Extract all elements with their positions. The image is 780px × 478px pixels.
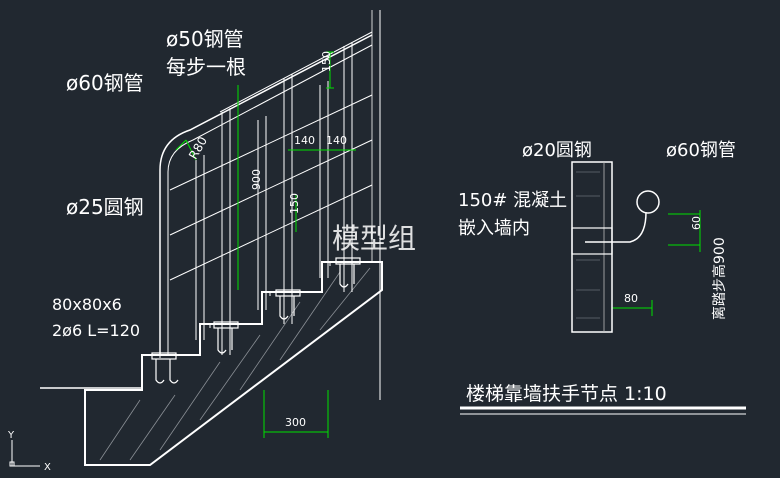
dim-150-mid: 150 xyxy=(288,193,301,214)
dim-140-b: 140 xyxy=(326,134,347,147)
ucs-icon xyxy=(9,440,40,467)
dim-60: 60 xyxy=(690,216,703,230)
height-note-label: 离踏步高900 xyxy=(711,237,728,320)
stair-tread-line xyxy=(159,262,331,358)
watermark: 模型组 xyxy=(332,222,416,255)
detail-title: 楼梯靠墙扶手节点 1:10 xyxy=(466,383,667,405)
base-plates xyxy=(151,257,361,384)
plate-label: 80x80x6 xyxy=(52,295,122,314)
ucs-y-label: Y xyxy=(7,430,15,441)
pipe60-left-label: ø60钢管 xyxy=(66,71,144,95)
concrete-block xyxy=(571,227,613,255)
rod25-label: ø25圆钢 xyxy=(66,195,144,219)
rod20-label: ø20圆钢 xyxy=(522,140,592,161)
anchor-label: 2ø6 L=120 xyxy=(52,321,140,340)
radius-label: R80 xyxy=(186,134,210,161)
ucs-x-label: X xyxy=(44,462,51,473)
pipe50-label: ø50钢管 xyxy=(166,27,244,51)
top-rail-50 xyxy=(219,31,373,113)
handrail-pipe-60 xyxy=(159,34,373,355)
concrete-label: 150# 混凝土 xyxy=(458,190,567,211)
handrail-pipe-60-section xyxy=(636,190,660,214)
dimension-lines xyxy=(175,51,701,438)
dim-300: 300 xyxy=(285,416,306,429)
balusters xyxy=(195,42,353,355)
stair-concrete-outline xyxy=(84,261,383,466)
dim-150-top: 150 xyxy=(320,51,333,72)
embed-label: 嵌入墙内 xyxy=(458,218,530,239)
pipe60-right-label: ø60钢管 xyxy=(666,140,736,161)
slab-hatch xyxy=(99,267,371,461)
handrail-pipe-60-inner xyxy=(167,44,373,355)
rod-20 xyxy=(585,211,647,243)
per-step-label: 每步一根 xyxy=(166,55,246,79)
stair-railing-elevation xyxy=(40,10,383,466)
dim-140-a: 140 xyxy=(294,134,315,147)
wall-section xyxy=(571,161,613,333)
wall-handrail-detail xyxy=(571,161,660,333)
dim-80: 80 xyxy=(624,292,638,305)
dim-900: 900 xyxy=(250,169,263,190)
